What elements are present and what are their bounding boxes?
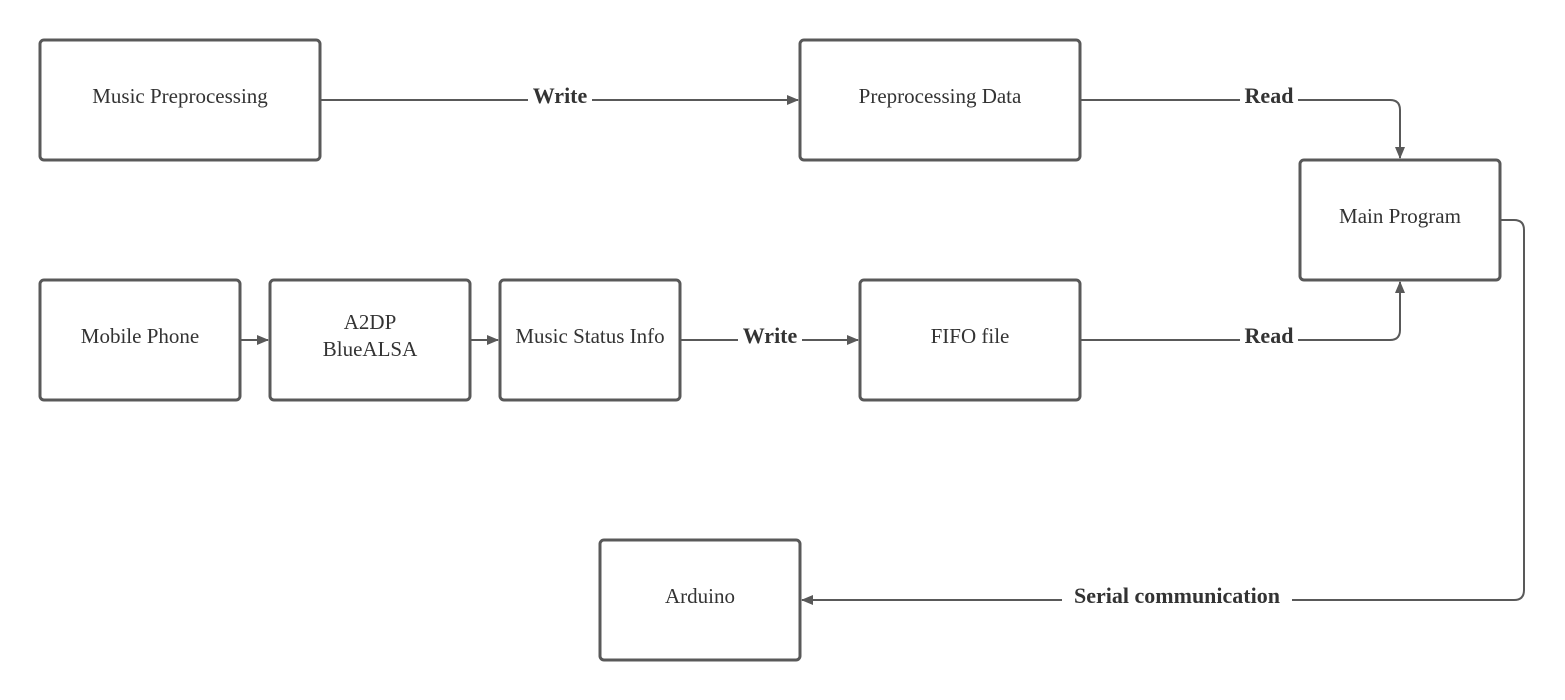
node-box — [268, 278, 472, 402]
node-label: Arduino — [665, 584, 735, 608]
edge-label-read-mid: Read — [1245, 323, 1294, 348]
edge-fifo-file-to-main-program — [1081, 281, 1405, 341]
edge-label-write-mid: Write — [743, 323, 798, 348]
node-fifo-file: FIFO file — [858, 278, 1082, 402]
edge-preprocessing-data-to-main-program — [1081, 99, 1405, 159]
node-arduino: Arduino — [598, 538, 802, 662]
node-label-line2: BlueALSA — [323, 337, 418, 361]
node-box — [38, 278, 242, 402]
node-box — [798, 38, 1082, 162]
node-mobile-phone: Mobile Phone — [38, 278, 242, 402]
node-preprocessing-data: Preprocessing Data — [798, 38, 1082, 162]
node-a2dp-bluealsa: A2DP BlueALSA — [268, 278, 472, 402]
node-label: Preprocessing Data — [859, 84, 1022, 108]
node-label: Music Status Info — [515, 324, 664, 348]
edge-labels: Write Read Write Read Serial communicati… — [528, 83, 1298, 612]
node-label-line1: A2DP — [344, 310, 397, 334]
node-music-status-info: Music Status Info — [498, 278, 682, 402]
edge-label-read-top: Read — [1245, 83, 1294, 108]
node-label: Mobile Phone — [81, 324, 199, 348]
edge-main-program-to-arduino — [801, 219, 1525, 605]
node-box — [498, 278, 682, 402]
node-box — [598, 538, 802, 662]
node-main-program: Main Program — [1298, 158, 1502, 282]
node-label: Music Preprocessing — [92, 84, 268, 108]
node-label: FIFO file — [931, 324, 1010, 348]
edge-label-serial-communication: Serial communication — [1074, 583, 1280, 608]
node-label: Main Program — [1339, 204, 1461, 228]
node-music-preprocessing: Music Preprocessing — [38, 38, 322, 162]
node-box — [1298, 158, 1502, 282]
node-box — [38, 38, 322, 162]
node-box — [858, 278, 1082, 402]
edge-label-write-top: Write — [533, 83, 588, 108]
